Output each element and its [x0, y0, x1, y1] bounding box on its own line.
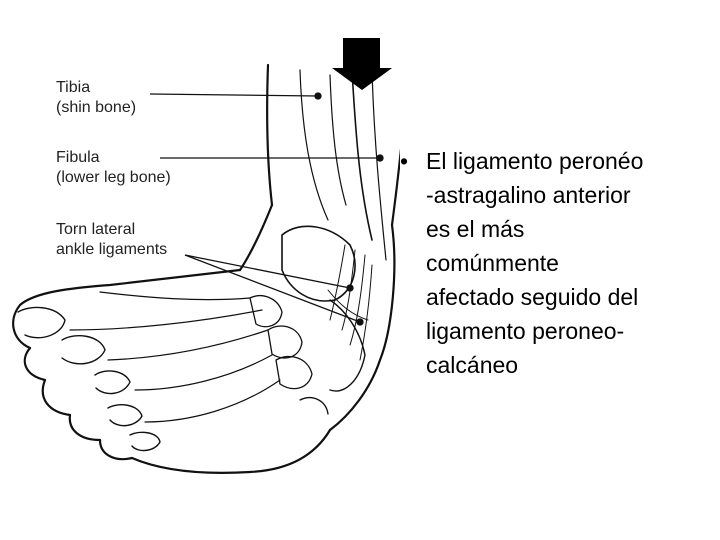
- bullet-line: -astragalino anterior: [426, 178, 698, 212]
- bullet-line: es el más: [426, 212, 698, 246]
- bullet-line: afectado seguido del: [426, 280, 698, 314]
- fibula-sublabel: (lower leg bone): [56, 168, 171, 188]
- tibia-callout: Tibia (shin bone): [56, 78, 136, 118]
- fibula-label: Fibula: [56, 148, 171, 168]
- down-arrow-icon: [332, 38, 392, 90]
- torn-ligaments-sublabel: ankle ligaments: [56, 240, 167, 260]
- tibia-label: Tibia: [56, 78, 136, 98]
- torn-ligaments-callout: Torn lateral ankle ligaments: [56, 220, 167, 260]
- bullet-text: El ligamento peronéo -astragalino anteri…: [426, 144, 698, 382]
- bullet-line: calcáneo: [426, 348, 698, 382]
- tibia-sublabel: (shin bone): [56, 98, 136, 118]
- bullet-line: ligamento peroneo-: [426, 314, 698, 348]
- bullet-line: El ligamento peronéo: [426, 144, 698, 178]
- torn-ligaments-label: Torn lateral: [56, 220, 167, 240]
- bullet-line: comúnmente: [426, 246, 698, 280]
- bullet-marker: •: [400, 144, 408, 178]
- fibula-callout: Fibula (lower leg bone): [56, 148, 171, 188]
